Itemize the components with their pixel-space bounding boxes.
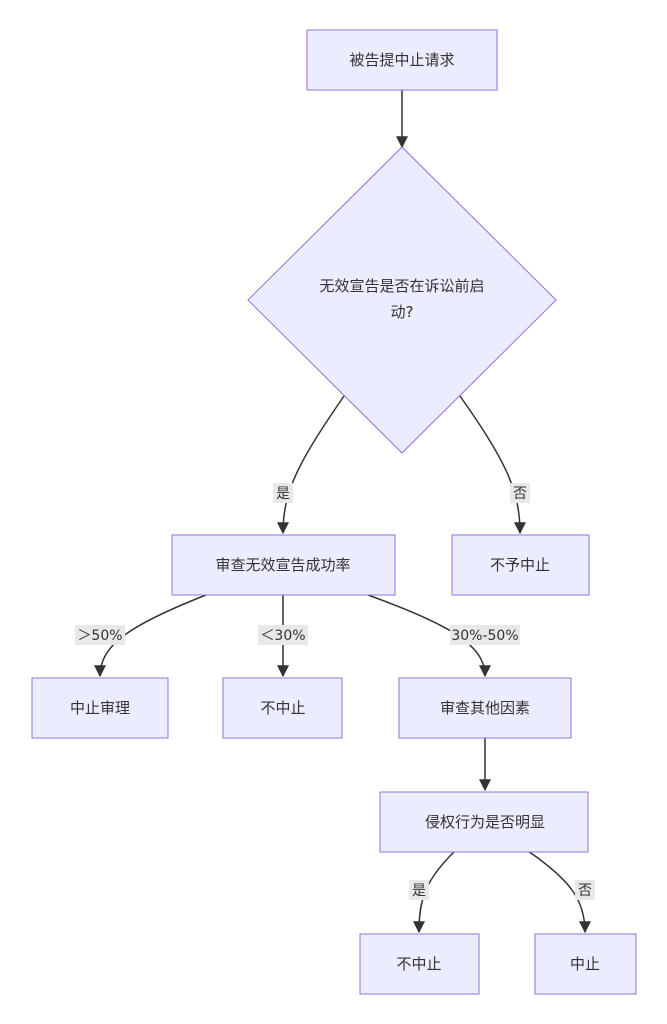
edge-label-no1: 否 bbox=[510, 483, 530, 503]
node-no-suspend-c: 不中止 bbox=[359, 933, 480, 995]
node-suspend-trial: 中止审理 bbox=[31, 677, 169, 739]
node-no-suspend-a-label: 不予中止 bbox=[490, 556, 550, 574]
node-no-suspend-a: 不予中止 bbox=[451, 534, 590, 596]
node-suspend-trial-label: 中止审理 bbox=[70, 699, 130, 717]
node-decision: 无效宣告是否在诉讼前启 动? bbox=[247, 146, 557, 454]
edge-label-yes1: 是 bbox=[273, 483, 293, 503]
edge-label-mid: 30%-50% bbox=[450, 625, 520, 645]
edge-labels: 是 否 ＞50% ＜30% 30%-50% 是 否 bbox=[75, 483, 595, 900]
edge-label-gt50-text: ＞50% bbox=[77, 628, 122, 644]
node-infringement-obvious-label: 侵权行为是否明显 bbox=[425, 813, 545, 831]
edge-label-gt50: ＞50% bbox=[75, 625, 125, 645]
node-no-suspend-b: 不中止 bbox=[222, 677, 343, 739]
edge-decision-yes bbox=[277, 395, 345, 535]
edge-label-lt30-text: ＜30% bbox=[260, 628, 305, 644]
edge-label-yes2: 是 bbox=[409, 880, 429, 900]
edge-infringement-no bbox=[527, 850, 591, 934]
edge-label-no1-text: 否 bbox=[513, 486, 527, 502]
node-no-suspend-c-label: 不中止 bbox=[396, 955, 441, 973]
node-infringement-obvious: 侵权行为是否明显 bbox=[379, 791, 589, 853]
node-review-rate-label: 审查无效宣告成功率 bbox=[215, 556, 350, 574]
edge-label-no2: 否 bbox=[575, 880, 595, 900]
edge-label-yes1-text: 是 bbox=[276, 486, 290, 502]
node-decision-label-line2: 动? bbox=[391, 303, 414, 321]
edge-label-lt30: ＜30% bbox=[258, 625, 308, 645]
edge-label-no2-text: 否 bbox=[578, 883, 592, 899]
node-review-other-label: 审查其他因素 bbox=[440, 699, 530, 717]
node-request: 被告提中止请求 bbox=[306, 29, 498, 91]
nodes: 被告提中止请求 无效宣告是否在诉讼前启 动? 审查无效宣告成功率 不予中止 中止… bbox=[31, 29, 637, 995]
edge-label-mid-text: 30%-50% bbox=[451, 628, 518, 644]
node-request-label: 被告提中止请求 bbox=[349, 51, 454, 69]
edge-label-yes2-text: 是 bbox=[412, 883, 426, 899]
node-suspend: 中止 bbox=[534, 933, 637, 995]
node-review-rate: 审查无效宣告成功率 bbox=[171, 534, 396, 596]
node-no-suspend-b-label: 不中止 bbox=[260, 699, 305, 717]
edge-decision-no bbox=[459, 395, 526, 535]
node-decision-label-line1: 无效宣告是否在诉讼前启 bbox=[319, 277, 484, 295]
node-suspend-label: 中止 bbox=[570, 955, 600, 973]
node-review-other: 审查其他因素 bbox=[398, 677, 572, 739]
